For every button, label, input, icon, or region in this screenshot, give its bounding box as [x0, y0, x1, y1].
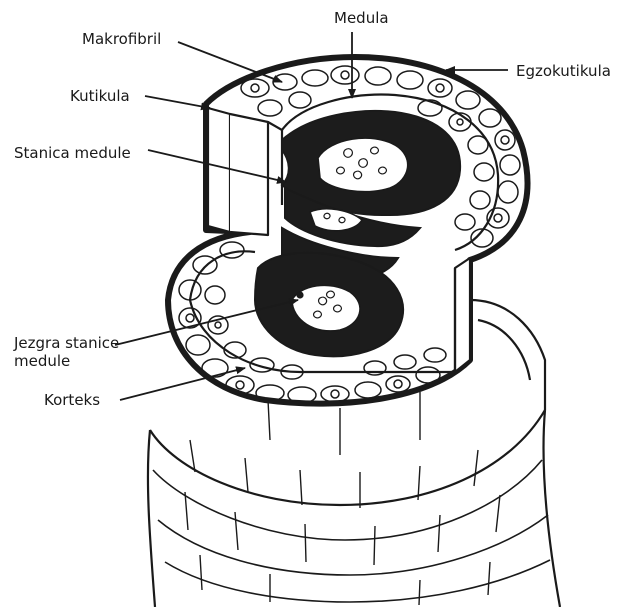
arrow-makrofibril — [178, 42, 282, 82]
label-egzokutikula: Egzokutikula — [516, 63, 611, 79]
label-kutikula: Kutikula — [70, 88, 130, 104]
label-jezgra-medule: medule — [14, 353, 70, 369]
label-stanica-medule: Stanica medule — [14, 145, 131, 161]
label-korteks: Korteks — [44, 392, 100, 408]
cortex-wall-top — [208, 108, 230, 232]
label-makrofibril: Makrofibril — [82, 31, 161, 47]
label-jezgra-stanice: Jezgra stanice — [14, 335, 119, 351]
arrow-kutikula — [145, 96, 210, 108]
label-medula: Medula — [334, 10, 389, 26]
